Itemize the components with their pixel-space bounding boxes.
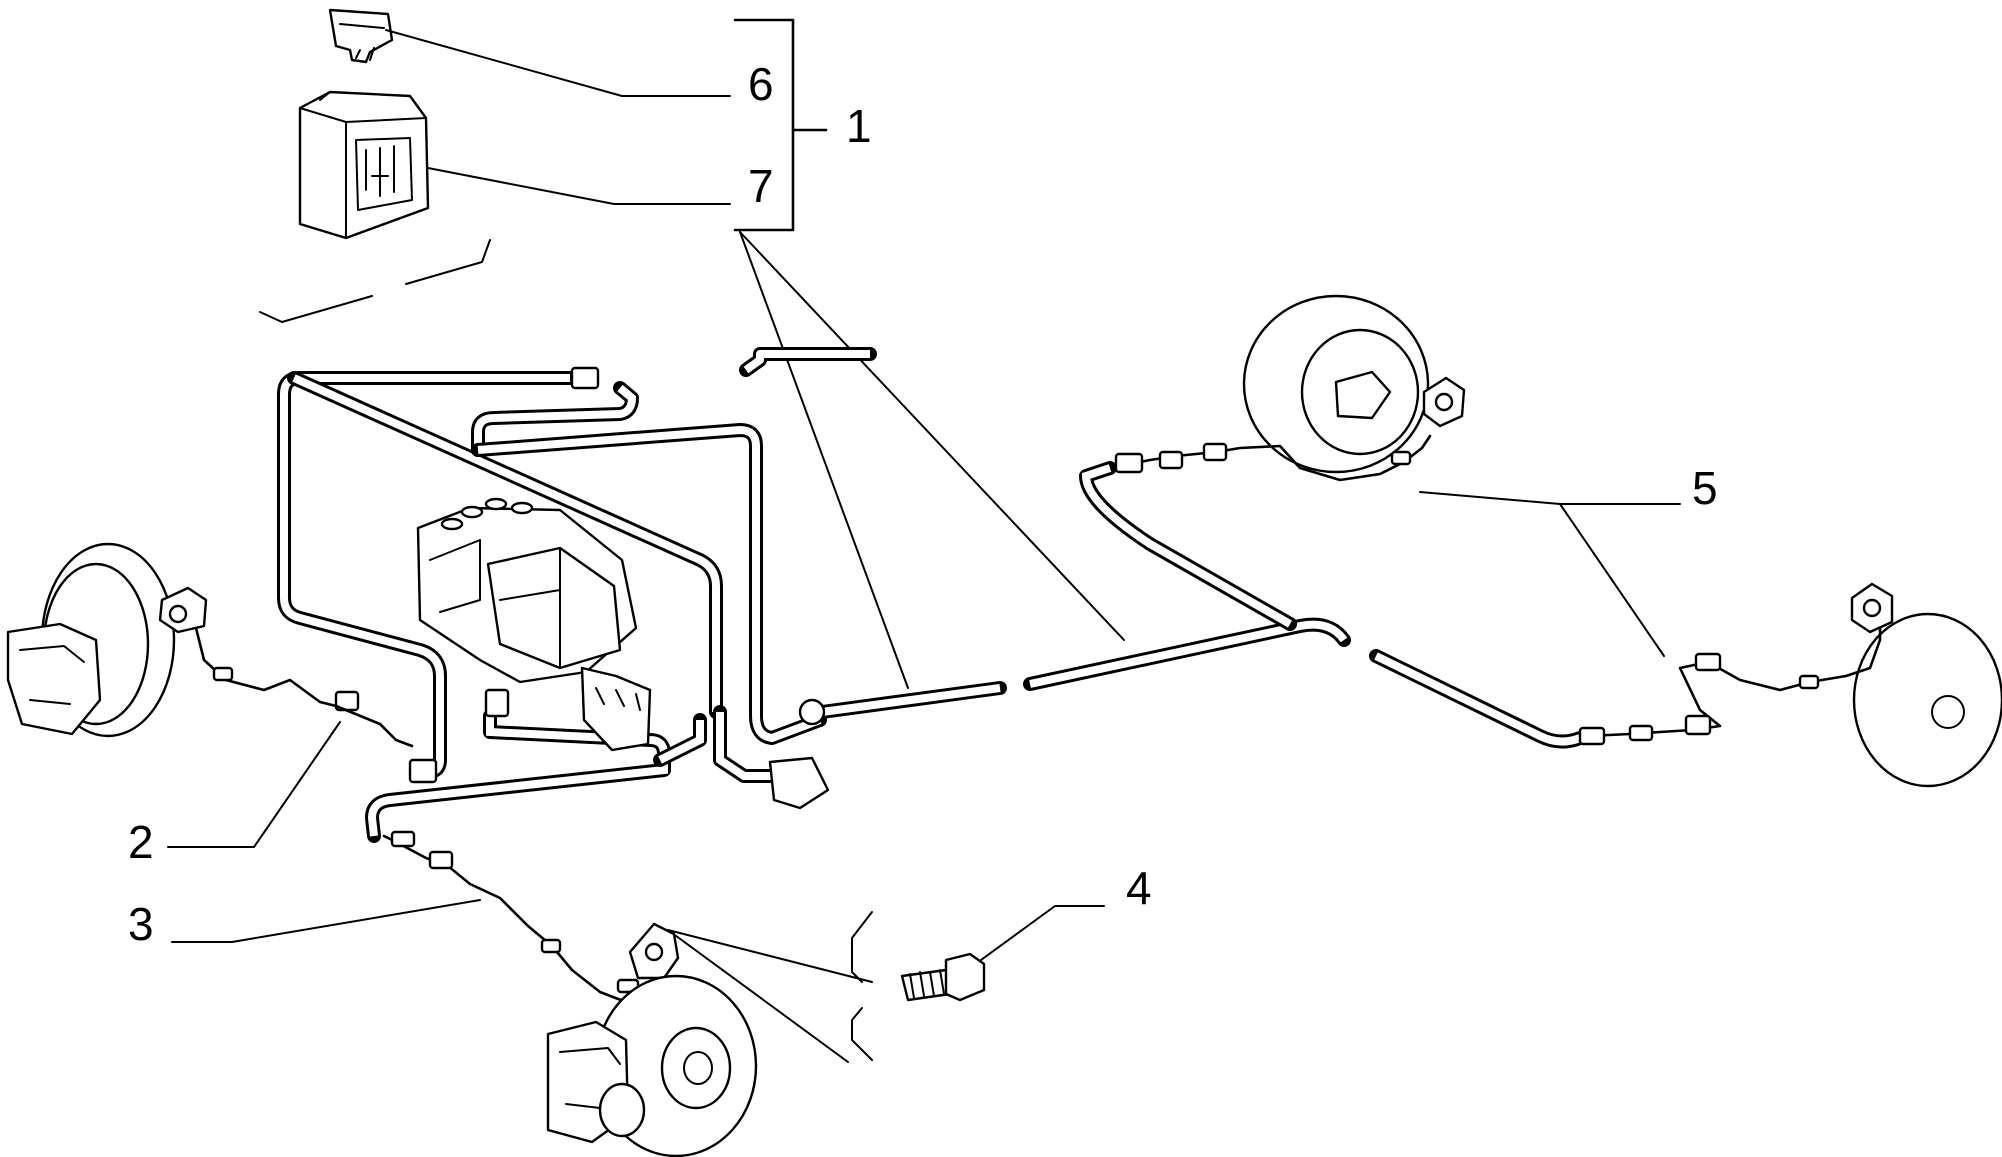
callout-5: 5 — [1692, 462, 1718, 514]
rear-right-sensor-cable — [1578, 582, 1894, 746]
break-lines — [259, 239, 873, 1061]
abs-hydraulic-unit — [416, 497, 652, 752]
rear-left-sensor-cable — [1114, 376, 1466, 482]
callout-6: 6 — [748, 58, 774, 110]
group-bracket-1 — [733, 18, 828, 232]
bolt — [900, 952, 986, 1002]
front-right-sensor-cable — [382, 830, 680, 1004]
front-left-brake-disc — [6, 542, 176, 738]
callout-1: 1 — [846, 100, 872, 152]
front-right-brake-disc — [546, 974, 758, 1157]
callout-7: 7 — [748, 160, 774, 212]
rear-right-brake-disc — [1852, 612, 2002, 788]
fuse — [328, 8, 394, 64]
callout-labels: 1 2 3 4 5 6 7 — [128, 58, 1718, 950]
main-harness — [277, 347, 1587, 843]
callout-3: 3 — [128, 898, 154, 950]
leader-lines — [167, 29, 1681, 1063]
callout-4: 4 — [1126, 862, 1152, 914]
harness-connectors — [334, 366, 830, 810]
wheel-speed-sensor-front-left — [158, 586, 414, 748]
callout-2: 2 — [128, 816, 154, 868]
relay — [298, 90, 430, 240]
rear-left-brake-disc — [1242, 294, 1430, 474]
